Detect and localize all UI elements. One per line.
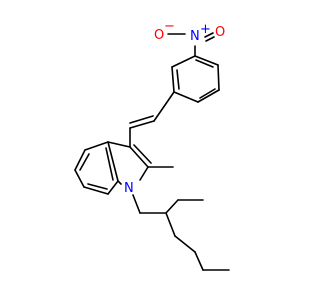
bond-n-o-right-b bbox=[205, 36, 215, 42]
ring-double-bond bbox=[133, 144, 152, 164]
chain-bond bbox=[174, 235, 196, 253]
ethylhexyl-chain bbox=[132, 194, 230, 271]
ring-bond bbox=[117, 180, 122, 185]
charge-label-o-minus: − bbox=[164, 19, 175, 34]
ring-inner-double-bond bbox=[105, 147, 114, 181]
atom-label-o-minus: O bbox=[154, 28, 164, 43]
nitrophenyl-ring bbox=[171, 55, 220, 103]
vinyl-double-bond-b bbox=[129, 115, 154, 124]
ring-inner-double-bond bbox=[199, 88, 216, 99]
ring-bond bbox=[107, 141, 131, 148]
ring-inner-double-bond bbox=[195, 59, 214, 68]
chain-bond bbox=[165, 212, 176, 237]
molecule-canvas: O − N + O N bbox=[74, 19, 230, 271]
atom-label-nitro-n: N bbox=[190, 29, 200, 44]
ring-bond bbox=[194, 55, 219, 66]
chain-bond bbox=[165, 199, 179, 214]
vinyl-bond bbox=[153, 91, 175, 122]
ring-bond bbox=[74, 169, 85, 188]
ring-bond bbox=[83, 186, 109, 195]
charge-label-n-plus: + bbox=[200, 22, 211, 37]
bond-n-o-right-a bbox=[204, 32, 214, 38]
ring-bond bbox=[107, 180, 119, 195]
molecule-structure: O − N + O N bbox=[74, 19, 230, 271]
atom-label-o-right: O bbox=[215, 25, 225, 40]
ring-bond bbox=[171, 66, 175, 93]
ring-bond bbox=[171, 55, 196, 68]
vinyl-double-bond-a bbox=[129, 120, 155, 129]
ring-bond bbox=[173, 91, 199, 103]
ring-bond bbox=[84, 141, 109, 151]
vinyl-linker bbox=[129, 91, 175, 148]
chain-bond bbox=[132, 194, 141, 214]
atom-label-indole-n: N bbox=[124, 181, 134, 196]
ring-inner-double-bond bbox=[176, 69, 180, 90]
ring-bond bbox=[129, 146, 149, 168]
indole-pyrrole-ring bbox=[117, 144, 174, 185]
ring-bond bbox=[74, 149, 86, 171]
ring-bond bbox=[139, 166, 149, 181]
ring-inner-double-bond bbox=[79, 153, 90, 171]
ring-inner-double-bond bbox=[87, 183, 108, 190]
chain-bond bbox=[194, 251, 204, 271]
ring-bond bbox=[197, 89, 220, 103]
ring-bond bbox=[217, 64, 220, 91]
nitro-group bbox=[167, 32, 215, 57]
indole-benzo-ring bbox=[74, 141, 131, 195]
atom-labels: O − N + O N bbox=[124, 19, 225, 196]
ring-bond bbox=[107, 141, 119, 182]
